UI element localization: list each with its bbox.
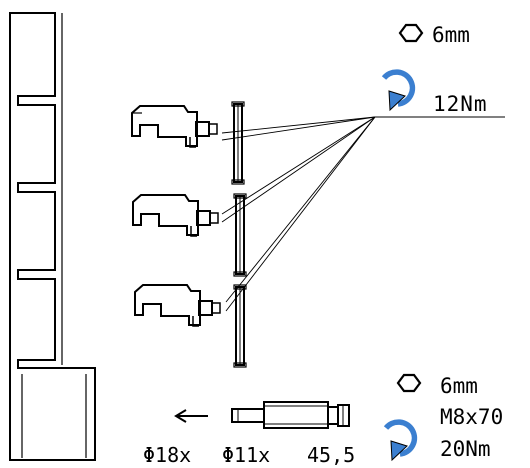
outer-diameter: Φ18x — [143, 443, 191, 467]
mounting-frame — [9, 12, 96, 461]
top-spec: 6mm 12Nm — [381, 23, 488, 116]
direction-arrow — [174, 409, 208, 423]
inner-diameter: Φ11x — [222, 443, 270, 467]
top-torque: 12Nm — [433, 92, 488, 116]
bottom-spec: 6mm M8x70 20Nm — [383, 373, 503, 462]
leader-lines — [221, 116, 505, 312]
clamp-1 — [131, 105, 218, 148]
panel-rail-2 — [233, 193, 247, 277]
hexagon-icon — [398, 23, 424, 43]
clockwise-rotation-icon — [383, 419, 418, 462]
clamp-3 — [134, 284, 221, 327]
clamp-2 — [132, 194, 219, 237]
pin-length: 45,5 — [307, 443, 355, 467]
hexagon-icon — [396, 373, 422, 393]
bolt-spec: M8x70 — [440, 405, 503, 429]
clockwise-rotation-icon — [381, 69, 416, 112]
pin-assembly — [231, 401, 350, 429]
top-wrench-size: 6mm — [432, 23, 470, 47]
panel-rail-1 — [231, 101, 245, 185]
panel-rail-3 — [233, 284, 247, 368]
pin-dimensions: Φ18x Φ11x 45,5 — [143, 443, 355, 467]
bottom-torque: 20Nm — [440, 437, 491, 461]
bottom-wrench-size: 6mm — [440, 374, 478, 398]
